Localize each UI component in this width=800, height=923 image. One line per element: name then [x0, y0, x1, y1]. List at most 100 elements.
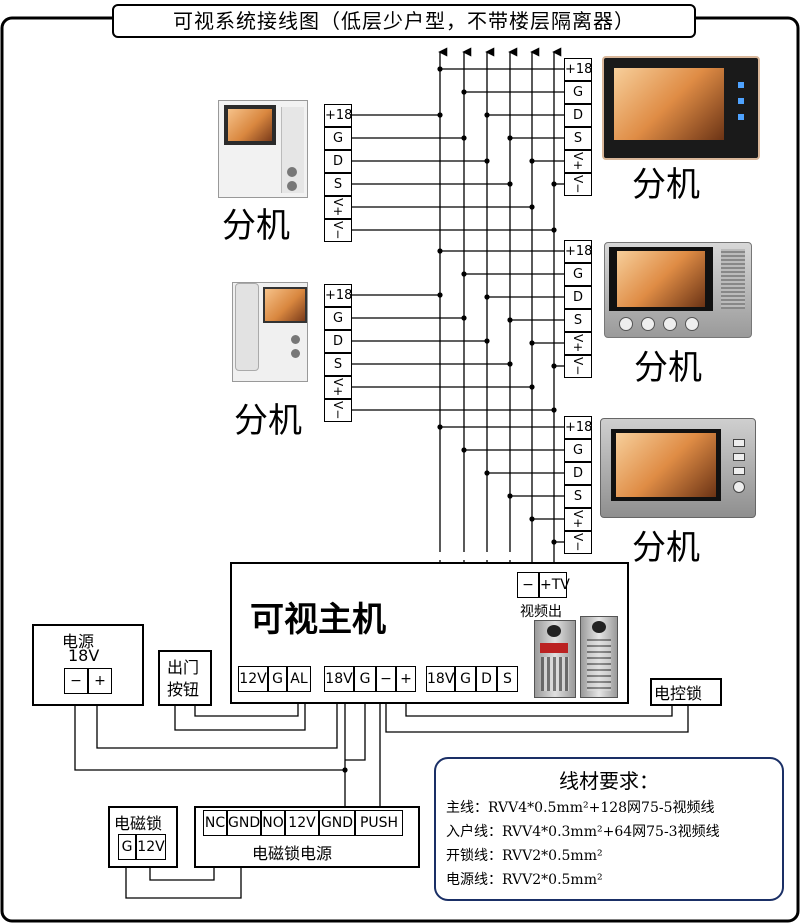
wire-spec-title: 线材要求： [559, 769, 659, 793]
door-station-a [534, 620, 576, 698]
junction-dot [529, 158, 535, 164]
power-plus-wire [96, 692, 338, 749]
host-power-terminal-1: G [354, 666, 376, 692]
indoor-unit-a-label: 分机 [222, 206, 290, 246]
junction-dot [551, 363, 557, 369]
power-minus-wire [74, 692, 346, 771]
junction-dot [484, 338, 490, 344]
indoor-unit-handset-b [232, 282, 308, 382]
exit-button-box [158, 650, 212, 706]
indoor-unit-b-label: 分机 [234, 401, 302, 441]
host-lock-terminal-2: AL [287, 666, 311, 692]
mag-power-terminal-0: NC [203, 810, 227, 836]
power-supply-label: 电源 [62, 632, 95, 651]
junction-dot [437, 292, 443, 298]
indoor-b-terminal-18: +18 [324, 284, 352, 307]
wire-spec-line-1: 主线：RVV4*0.5mm²+128网75-5视频线 [446, 800, 715, 816]
junction-dot [437, 66, 443, 72]
host-g-to-gnd [345, 692, 366, 761]
monitor-middle-terminal-g: G [564, 263, 592, 286]
monitor-top-terminal-d: D [564, 104, 592, 127]
power-supply-voltage: 18V [68, 646, 100, 665]
power-plus-terminal: + [88, 668, 112, 694]
monitor-middle-terminal-18: +18 [564, 240, 592, 263]
host-bus-terminal-2: D [476, 666, 497, 692]
monitor-middle-terminal-vplus: V+ [564, 332, 592, 355]
electric-lock-wire-b [405, 692, 673, 717]
indoor-a-terminal-vplus: V+ [324, 196, 352, 219]
junction-dot [507, 135, 513, 141]
monitor-right-top-label: 分机 [632, 165, 700, 205]
monitor-top-terminal-s: S [564, 127, 592, 150]
mag-power-terminal-5: PUSH [355, 810, 403, 836]
indoor-b-terminal-d: D [324, 330, 352, 353]
indoor-a-terminal-s: S [324, 173, 352, 196]
junction-dot [507, 181, 513, 187]
exit-button-wire-a [174, 692, 306, 731]
junction-dot [529, 384, 535, 390]
monitor-top-terminal-vplus: V+ [564, 150, 592, 173]
junction-dot [507, 361, 513, 367]
junction-dot [437, 112, 443, 118]
host-bus-terminal-1: G [455, 666, 476, 692]
indoor-unit-handset-a [218, 100, 308, 198]
monitor-right-top [602, 56, 760, 160]
electric-lock-box [650, 678, 722, 706]
junction-dot [551, 539, 557, 545]
monitor-bottom-terminal-s: S [564, 485, 592, 508]
junction-dot [461, 271, 467, 277]
monitor-middle-terminal-d: D [564, 286, 592, 309]
indoor-a-terminal-g: G [324, 127, 352, 150]
wire-spec-line-4: 电源线：RVV2*0.5mm² [446, 872, 603, 888]
junction-dot [507, 493, 513, 499]
monitor-bottom-terminal-vminus: V− [564, 531, 592, 554]
junction-dot [437, 248, 443, 254]
indoor-a-terminal-vminus: V− [324, 219, 352, 242]
wire-spec-line-2: 入户线：RVV4*0.3mm²+64网75-3视频线 [446, 824, 720, 840]
exit-button-wire-b [194, 692, 299, 717]
diagram-title: 可视系统接线图（低层少户型，不带楼层隔离器） [112, 4, 696, 38]
monitor-right-bottom [600, 418, 756, 518]
monitor-middle-terminal-vminus: V− [564, 355, 592, 378]
host-lock-terminal-1: G [268, 666, 287, 692]
junction-dot [484, 112, 490, 118]
mag-power-terminal-3: 12V [285, 810, 319, 836]
monitor-bottom-terminal-18: +18 [564, 416, 592, 439]
indoor-a-terminal-18: +18 [324, 104, 352, 127]
mag-power-terminal-2: NO [261, 810, 285, 836]
host-bus-terminal-3: S [497, 666, 518, 692]
video-out-minus: − [517, 572, 539, 598]
indoor-b-terminal-vplus: V+ [324, 376, 352, 399]
video-out-plus-tv: +TV [539, 572, 570, 598]
indoor-b-terminal-g: G [324, 307, 352, 330]
door-station-b [580, 616, 618, 698]
host-power-terminal-0: 18V [324, 666, 354, 692]
host-unit-label: 可视主机 [250, 600, 386, 640]
electric-lock-label: 电控锁 [654, 684, 703, 703]
monitor-right-middle [604, 242, 752, 338]
host-lock-terminal-0: 12V [238, 666, 268, 692]
mag-lock-label: 电磁锁 [114, 814, 163, 833]
junction-dot [551, 227, 557, 233]
host-power-terminal-2: − [376, 666, 396, 692]
monitor-top-terminal-vminus: V− [564, 173, 592, 196]
mag-lock-12v-terminal: 12V [136, 834, 166, 860]
video-out-label: 视频出 [520, 604, 562, 620]
power-minus-terminal: − [64, 668, 88, 694]
indoor-a-terminal-d: D [324, 150, 352, 173]
junction-dot [342, 767, 348, 773]
junction-dot [551, 407, 557, 413]
electric-lock-wire-a [385, 692, 689, 733]
junction-dot [484, 158, 490, 164]
monitor-right-bottom-label: 分机 [632, 528, 700, 568]
junction-dot [484, 470, 490, 476]
host-power-terminal-3: + [396, 666, 416, 692]
junction-dot [461, 89, 467, 95]
host-bus-terminal-0: 18V [426, 666, 455, 692]
indoor-b-terminal-s: S [324, 353, 352, 376]
monitor-bottom-terminal-d: D [564, 462, 592, 485]
mag-power-terminal-1: GND [227, 810, 261, 836]
junction-dot [529, 516, 535, 522]
monitor-top-terminal-18: +18 [564, 58, 592, 81]
mag-power-terminal-4: GND [319, 810, 355, 836]
